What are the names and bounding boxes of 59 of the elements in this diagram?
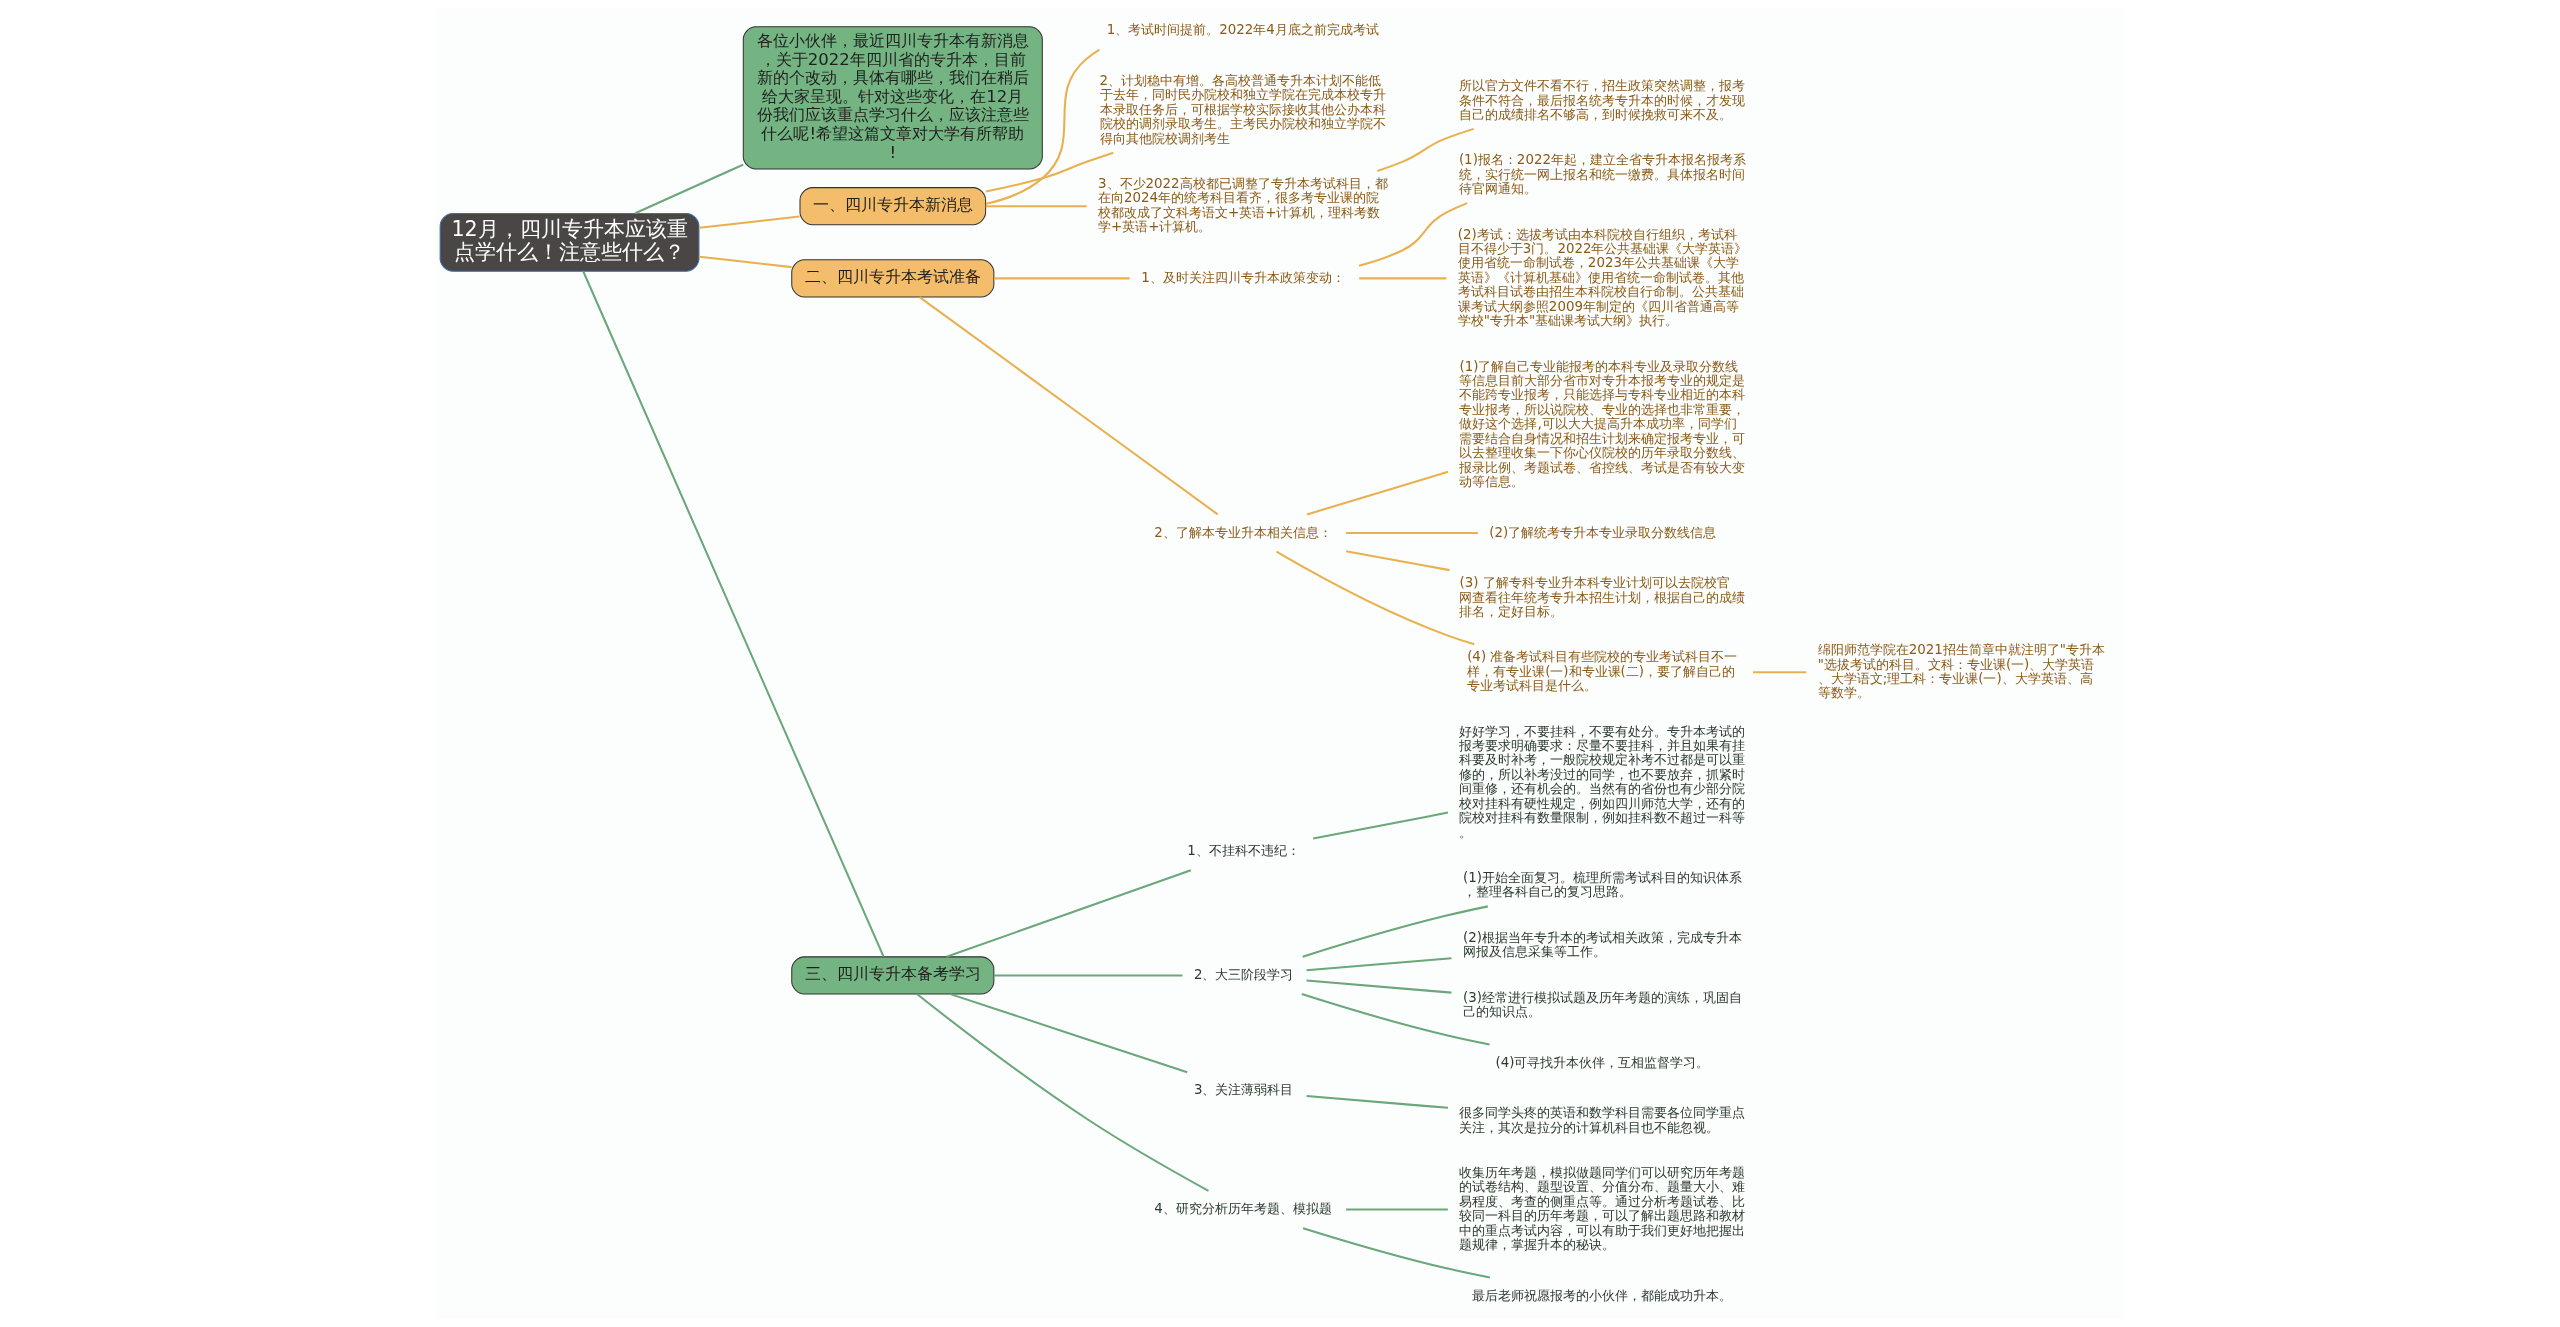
node-text: 好好学习，不要挂科，不要有处分。专升本考试的报考要求明确要求：尽量不要挂科，并且如果有挂科要及时补考，一般院校规定补考不过都是可以重修的，所以补考没过的同学，也不要放弃，抓紧时间重修，还有机会的。当然有的省份也有少部分院校对挂科有硬性规定，例如四川师范大学，还有的院校对挂科有数量限制，例如挂科数不超过一科等。 — [1459, 723, 1746, 840]
connector — [1275, 550, 1475, 646]
node-box: 各位小伙伴，最近四川专升本有新消息，关于2022年四川省的专升本，目前新的个改动，具体有哪些，我们在稍后给大家呈现。针对这些变化，在12月份我们应该重点学习什么，应该注意些什么呢!希望这篇文章对大学有所帮助! — [742, 26, 1043, 170]
node-text: (4) 准备考试科目有些院校的专业考试科目不一样，有专业课(一)和专业课(二)，要了解自己的专业考试科目是什么。 — [1467, 649, 1738, 694]
connector — [1359, 277, 1447, 280]
node-box: 12月，四川专升本应该重点学什么！注意些什么？ — [439, 212, 700, 272]
connector — [1302, 1227, 1491, 1279]
node-text: 2、了解本专业升本相关信息： — [1154, 524, 1332, 540]
connector — [950, 993, 1188, 1074]
node-text: 1、考试时间提前。2022年4月底之前完成考试 — [1106, 22, 1379, 38]
connector — [1301, 993, 1490, 1046]
node-text: 3、关注薄弱科目 — [1193, 1082, 1294, 1098]
node-text: 所以官方文件不看不行，招生政策突然调整，报考条件不符合，最后报名统考专升本的时候，才发现自己的成绩排名不够高，到时候挽救可来不及。 — [1459, 78, 1746, 122]
connector — [946, 869, 1192, 958]
connector — [1346, 1208, 1448, 1211]
connector — [1306, 1095, 1449, 1109]
connector — [1306, 957, 1452, 972]
connector — [985, 151, 1114, 193]
connector — [1753, 671, 1807, 674]
node-text: 收集历年考题，模拟做题同学们可以研究历年考题的试卷结构、题型设置、分值分布、题量大小、难易程度、考查的侧重点等。通过分析考题试卷、比较同一科目的历年考题，可以了解出题思路和教材中的重点考试内容，可以有助于我们更好地把握出题规律，掌握升本的秘诀。 — [1459, 1164, 1746, 1253]
node-text: 很多同学头疼的英语和数学科目需要各位同学重点关注，其次是拉分的计算机科目也不能忽视。 — [1459, 1105, 1746, 1135]
connector — [1302, 905, 1489, 958]
node-text: (1)报名：2022年起，建立全省专升本报名报考系统，实行统一网上报名和统一缴费。具体报名时间待官网通知。 — [1458, 152, 1746, 197]
node-text: (3) 了解专科专业升本科专业计划可以去院校官网查看往年统考专升本招生计划，根据自己的成绩排名，定好目标。 — [1459, 575, 1746, 619]
connector — [1345, 550, 1450, 572]
connector — [1306, 979, 1452, 994]
node-text: 最后老师祝愿报考的小伙伴，都能成功升本。 — [1472, 1287, 1733, 1303]
node-box: 一、四川专升本新消息 — [799, 187, 987, 226]
node-text: (2)了解统考专升本专业录取分数线信息 — [1489, 524, 1717, 540]
node-text: (2)考试：选拔考试由本科院校自行组织，考试科目不得少于3门。2022年公共基础课《大学英语》使用省统一命制试卷，2023年公共基础课《大学英语》《计算机基础》使用省统一命制试卷。其他考试科目试卷由招生本科院校自行命制。公共基础课考试大纲参照2009年制定的《四川省普通高等学校"专升本"基础课考试大纲》执行。 — [1457, 226, 1748, 329]
node-text: (2)根据当年专升本的考试相关政策，完成专升本网报及信息采集等工作。 — [1463, 929, 1742, 960]
connector — [918, 296, 1219, 516]
connector — [699, 215, 800, 229]
node-text: 1、及时关注四川专升本政策变动： — [1141, 269, 1345, 285]
node-text: 4、研究分析历年考题、模拟题 — [1154, 1201, 1332, 1216]
connector — [994, 277, 1130, 280]
node-text: (1)开始全面复习。梳理所需考试科目的知识体系，整理各科自己的复习思路。 — [1463, 870, 1742, 900]
node-text: (4)可寻找升本伙伴，互相监督学习。 — [1495, 1054, 1710, 1070]
node-text: 2、计划稳中有增。各高校普通专升本计划不能低于去年，同时民办院校和独立学院在完成本校专升本录取任务后，可根据学校实际接收其他公办本科院校的调剂录取考生。主考民办院校和独立学院不得向其他院校调剂考生 — [1099, 72, 1386, 146]
connector — [1358, 202, 1468, 267]
node-text: 3、不少2022高校都已调整了专升本考试科目，都在向2024年的统考科目看齐，很多考专业课的院校都改成了文科考语文+英语+计算机，理科考数学+英语+计算机。 — [1098, 176, 1388, 235]
connector — [916, 993, 1209, 1192]
node-text: 绵阳师范学院在2021招生简章中就注明了"专升本"选拔考试的科目。文科：专业课(一)、大学英语、大学语文;理工科：专业课(一)、大学英语、高等数学。 — [1817, 642, 2105, 701]
connector — [994, 974, 1183, 977]
connector — [1346, 532, 1478, 535]
node-box: 二、四川专升本考试准备 — [791, 259, 995, 298]
connector — [1377, 127, 1475, 173]
connector — [985, 205, 1087, 208]
node-text: (3)经常进行模拟试题及历年考题的演练，巩固自己的知识点。 — [1463, 989, 1742, 1020]
connector — [1313, 811, 1449, 840]
node-text: 1、不挂科不违纪： — [1187, 843, 1300, 859]
connector — [985, 48, 1101, 205]
connector — [634, 163, 744, 215]
node-text: 2、大三阶段学习 — [1193, 966, 1294, 982]
connector — [1306, 470, 1449, 516]
connector — [699, 255, 792, 269]
node-text: (1)了解自己专业能报考的本科专业及录取分数线等信息目前大部分省市对专升本报考专业的规定是不能跨专业报考，只能选择与专科专业相近的本科专业报考，所以说院校、专业的选择也非常重要，做好这个选择,可以大大提高升本成功率，同学们需要结合自身情况和招生计划来确定报考专业，可以去整理收集一下你心仪院校的历年录取分数线、报录比例、考题试卷、省控线、考试是否有较大变动等信息。 — [1459, 358, 1746, 490]
node-box: 三、四川专升本备考学习 — [791, 956, 995, 995]
connector — [582, 271, 885, 958]
